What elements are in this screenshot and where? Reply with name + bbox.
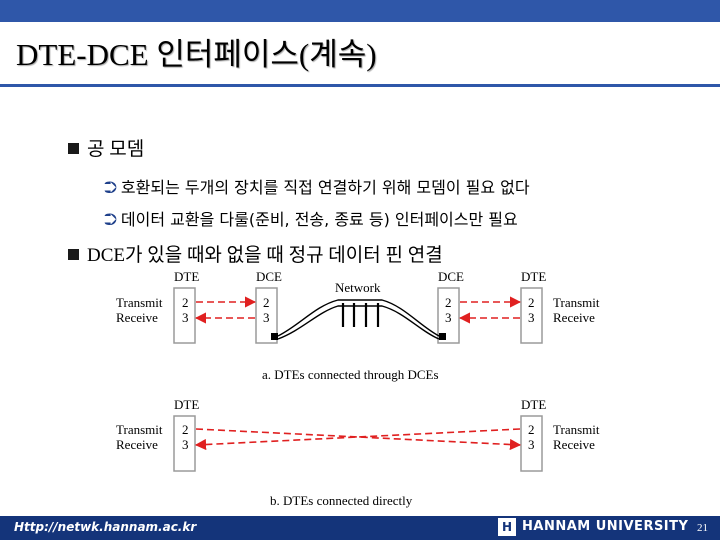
diagram-b-dte-right-label: DTE — [521, 397, 546, 412]
diagram-a-dce-left-pin2: 2 — [263, 295, 270, 310]
diagram-b-receive-left-label: Receive — [116, 437, 158, 452]
diagram-b-transmit-cross-line — [195, 428, 522, 451]
title-underline — [0, 84, 720, 87]
diagram-b-transmit-right-label: Transmit — [553, 422, 600, 437]
sub-bullet-interface-only: ⮊데이터 교환을 다룰(준비, 전송, 종료 등) 인터페이스만 필요 — [104, 206, 518, 230]
arrow-bullet-icon: ⮊ — [104, 178, 117, 198]
diagram-a-dce-left-pin3: 3 — [263, 310, 270, 325]
footer-university-name: HANNAM UNIVERSITY — [522, 519, 689, 534]
footer-bar: Http://netwk.hannam.ac.kr H HANNAM UNIVE… — [0, 516, 720, 540]
diagram-b-transmit-left-label: Transmit — [116, 422, 163, 437]
square-bullet-icon — [68, 143, 79, 154]
diagram-a-dte-right-label: DTE — [521, 269, 546, 284]
square-bullet-icon — [68, 249, 79, 260]
diagram-b-dte-right-pin3: 3 — [528, 437, 535, 452]
diagram-b-dte-left-label: DTE — [174, 397, 199, 412]
footer-url-link[interactable]: Http://netwk.hannam.ac.kr — [14, 520, 197, 534]
bullet-pin-connection: DCE가 있을 때와 없을 때 정규 데이터 핀 연결 — [68, 240, 443, 267]
diagram-a-dce-left-box — [255, 287, 278, 344]
diagram-a-dce-left-label: DCE — [256, 269, 282, 284]
diagram-a-dce-right-pin2: 2 — [445, 295, 452, 310]
bullet-text: 공 모뎀 — [87, 139, 145, 160]
top-accent-bar — [0, 0, 720, 22]
sub-bullet-text: 데이터 교환을 다룰(준비, 전송, 종료 등) 인터페이스만 필요 — [120, 210, 518, 229]
bullet-text: DCE가 있을 때와 없을 때 정규 데이터 핀 연결 — [87, 245, 443, 266]
diagram-a-transmit-left-label: Transmit — [116, 295, 163, 310]
slide-title: DTE-DCE 인터페이스(계속) — [16, 37, 377, 72]
diagram-a-receive-left-label: Receive — [116, 310, 158, 325]
page-number: 21 — [697, 522, 708, 534]
diagram-b-dte-left-pin2: 2 — [182, 422, 189, 437]
diagram-a-caption: a. DTEs connected through DCEs — [262, 367, 439, 382]
diagram-a-dte-left-pin2: 2 — [182, 295, 189, 310]
diagram-b-dte-left-pin3: 3 — [182, 437, 189, 452]
bullet-null-modem: 공 모뎀 — [68, 134, 144, 161]
pin-connection-diagram: DTE DCE DCE DTE 2 3 2 3 2 3 2 3 Transmit… — [116, 269, 600, 508]
diagram-b-dte-right-pin2: 2 — [528, 422, 535, 437]
sub-bullet-no-modem: ⮊호환되는 두개의 장치를 직접 연결하기 위해 모뎀이 필요 없다 — [104, 174, 530, 198]
diagram-a-dce-right-pin3: 3 — [445, 310, 452, 325]
diagram-b-caption: b. DTEs connected directly — [270, 493, 413, 508]
diagram-a-dte-right-pin2: 2 — [528, 295, 535, 310]
sub-bullet-text: 호환되는 두개의 장치를 직접 연결하기 위해 모뎀이 필요 없다 — [120, 178, 530, 197]
diagram-a-dte-left-label: DTE — [174, 269, 199, 284]
diagram-b-receive-right-label: Receive — [553, 437, 595, 452]
hannam-logo-icon: H — [498, 518, 516, 536]
diagram-b-receive-cross-line — [194, 428, 521, 451]
diagram-a-dce-right-label: DCE — [438, 269, 464, 284]
diagram-a-network-link — [271, 299, 446, 340]
diagram-a-network-label: Network — [335, 280, 381, 295]
diagram-a-receive-right-label: Receive — [553, 310, 595, 325]
diagram-a-transmit-right-label: Transmit — [553, 295, 600, 310]
diagram-a-dte-right-pin3: 3 — [528, 310, 535, 325]
arrow-bullet-icon: ⮊ — [104, 210, 117, 230]
diagram-a-dte-right-box — [520, 287, 543, 344]
diagram-a-dte-left-pin3: 3 — [182, 310, 189, 325]
